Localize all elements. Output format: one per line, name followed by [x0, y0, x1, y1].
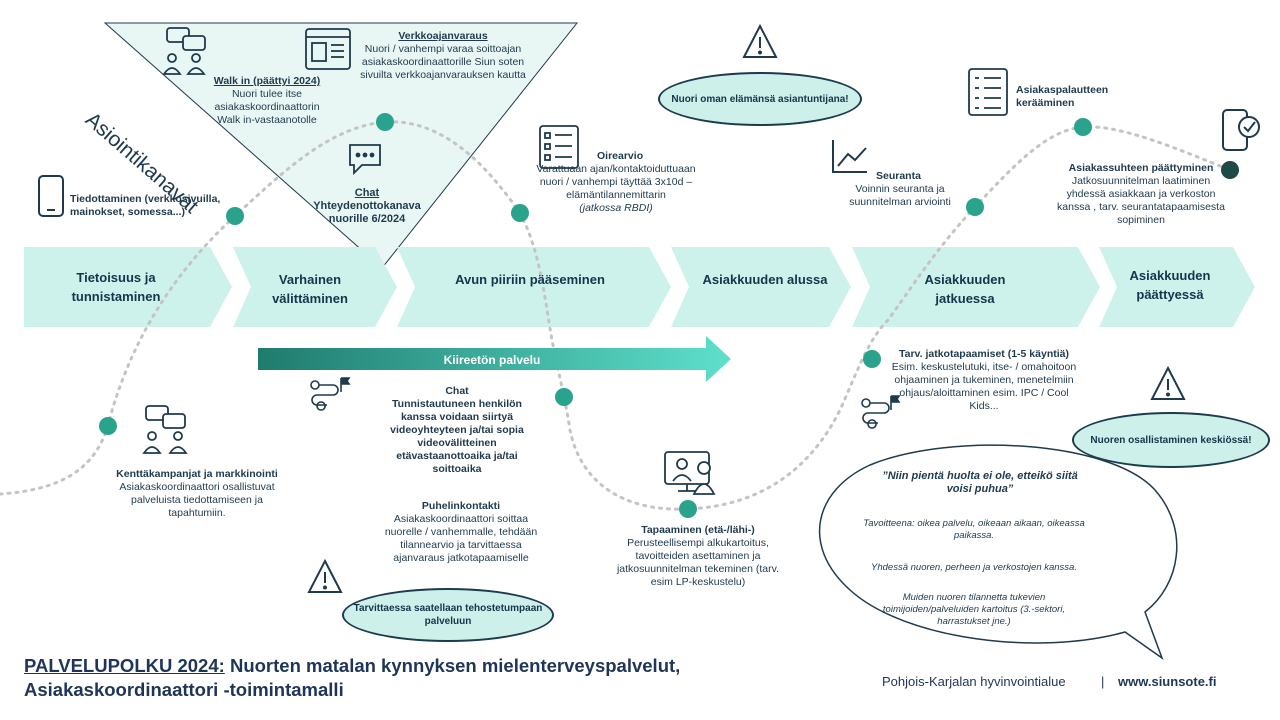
oirearvio-note: (jatkossa RBDI) [579, 202, 653, 214]
phone-contact-text: Puhelinkontakti Asiakaskoordinaattori so… [376, 500, 546, 565]
phone-check-icon [1222, 109, 1260, 151]
online-booking-body: Nuori / vanhempi varaa soittoajan asiaka… [360, 43, 526, 81]
path-node-end [1221, 161, 1239, 179]
page-title: PALVELUPOLKU 2024: Nuorten matalan kynny… [24, 654, 680, 702]
seuranta-text: Seuranta Voinnin seuranta ja suunnitelma… [832, 170, 968, 209]
chat-contact-body: Tunnistautuneen henkilön kanssa voidaan … [390, 398, 524, 475]
paattyminen-title: Asiakassuhteen päättyminen [1068, 162, 1214, 174]
stage-label: Asiakkuuden jatkuessa [924, 272, 1006, 306]
people-chat-icon [142, 405, 188, 454]
walkin-body: Nuori tulee itse asiakaskoordinaattorin … [214, 88, 320, 126]
route-icon [310, 377, 351, 411]
stage-arrows [24, 247, 1255, 327]
online-booking-title: Verkkoajanvaraus [398, 30, 488, 42]
followup-body: Esim. keskustelutuki, itse- / omahoitoon… [891, 361, 1077, 412]
kentta-title: Kenttäkampanjat ja markkinointi [116, 468, 278, 480]
bubble-goal: Tavoitteena: oikea palvelu, oikeaan aika… [863, 518, 1085, 541]
path-node [99, 417, 117, 435]
tiedottaminen-text: Tiedottaminen (verkkosivuilla, mainokset… [70, 193, 221, 218]
oirearvio-title: Oirearvio [597, 150, 644, 162]
bubble-mapping: Muiden nuoren tilannetta tukevien toimij… [882, 592, 1066, 627]
quote-speech-bubble [818, 444, 1178, 660]
stage-label: Asiakkuuden päättyessä [1129, 268, 1211, 302]
paattyminen-text: Asiakassuhteen päättyminen Jatkosuunnite… [1057, 162, 1225, 227]
palaute-text: Asiakaspalautteen kerääminen [1016, 84, 1109, 109]
chat-channel-body: Yhteydenottokanava nuorille 6/2024 [313, 200, 421, 225]
bubble-together: Yhdessä nuoren, perheen ja verkostojen k… [871, 562, 1077, 573]
bubble-quote: ”Niin pientä huolta ei ole, etteikö siit… [882, 470, 1078, 495]
path-node [966, 198, 984, 216]
warning-icon [307, 558, 343, 593]
line-chart-icon [832, 140, 867, 173]
chat-bubbles-icon [349, 144, 381, 176]
paattyminen-body: Jatkosuunnitelman laatiminen yhdessä asi… [1057, 175, 1225, 226]
footer-url[interactable]: www.siunsote.fi [1118, 674, 1217, 689]
warning-icon [1150, 365, 1186, 400]
seuranta-title: Seuranta [876, 170, 921, 182]
browser-window-icon [305, 28, 351, 70]
service-banner-arrow [258, 336, 731, 382]
stage-arrow [24, 247, 232, 327]
path-node [679, 500, 697, 518]
stage-arrow [233, 247, 397, 327]
video-meeting-icon [664, 451, 716, 495]
meeting-title: Tapaaminen (etä-/lähi-) [641, 524, 755, 536]
channels-triangle [103, 22, 579, 269]
path-node [555, 388, 573, 406]
stage-label: Asiakkuuden alussa [702, 272, 828, 287]
phone-contact-body: Asiakaskoordinaattori soittaa nuorelle /… [384, 513, 538, 564]
chat-contact-text: Chat Tunnistautuneen henkilön kanssa voi… [384, 385, 530, 476]
oirearvio-body: Varattuaan ajan/kontaktoiduttuaan nuori … [536, 163, 696, 201]
meeting-text: Tapaaminen (etä-/lähi-) Perusteellisempi… [610, 524, 786, 589]
route-icon [861, 395, 901, 429]
path-node [863, 350, 881, 368]
service-banner-label: Kiireetön palvelu [444, 353, 541, 367]
stage-label: Avun piiriin pääseminen [455, 272, 605, 287]
stage-arrow [852, 247, 1100, 327]
stage-label: Tietoisuus ja tunnistaminen [71, 270, 161, 304]
oirearvio-text: Oirearvio Varattuaan ajan/kontaktoiduttu… [535, 150, 697, 215]
warning-icon [742, 23, 778, 58]
people-chat-icon [162, 27, 206, 75]
stage-label: Varhainen välittäminen [272, 272, 348, 306]
questionnaire-icon [539, 125, 579, 169]
mobile-phone-icon [38, 175, 64, 217]
walkin-text: Walk in (päättyi 2024) Nuori tulee itse … [205, 75, 329, 127]
footer-org: Pohjois-Karjalan hyvinvointialue [882, 674, 1066, 689]
path-node [1074, 118, 1092, 136]
online-booking-text: Verkkoajanvaraus Nuori / vanhempi varaa … [350, 30, 536, 82]
title-rest: Nuorten matalan kynnyksen mielenterveysp… [224, 655, 681, 676]
referral-oval: Tarvittaessa saatellaan tehostetumpaan p… [342, 588, 554, 642]
phone-contact-title: Puhelinkontakti [421, 500, 501, 512]
chat-channel-title: Chat [354, 187, 380, 199]
title-prefix: PALVELUPOLKU 2024: [24, 655, 225, 676]
path-node [376, 113, 394, 131]
path-node [226, 207, 244, 225]
stage-arrow [671, 247, 851, 327]
stage-arrow [1099, 247, 1255, 327]
chat-contact-title: Chat [445, 385, 469, 397]
chat-channel-text: Chat Yhteydenottokanava nuorille 6/2024 [305, 187, 429, 226]
meeting-body: Perusteellisempi alkukartoitus, tavoitte… [616, 537, 780, 588]
title-line2: Asiakaskoordinaattori -toimintamalli [24, 679, 344, 700]
kentta-text: Kenttäkampanjat ja markkinointi Asiakask… [106, 468, 288, 520]
kentta-body: Asiakaskoordinaattori osallistuvat palve… [119, 481, 275, 519]
participation-oval: Nuoren osallistaminen keskiössä! [1072, 412, 1270, 468]
footer-separator: | [1101, 674, 1105, 689]
stage-arrow [397, 247, 671, 327]
expert-oval: Nuori oman elämänsä asiantuntijana! [658, 72, 862, 126]
walkin-title: Walk in (päättyi 2024) [213, 75, 321, 87]
followup-text: Tarv. jatkotapaamiset (1-5 käyntiä) Esim… [886, 348, 1082, 413]
feedback-list-icon [968, 68, 1008, 116]
followup-title: Tarv. jatkotapaamiset (1-5 käyntiä) [898, 348, 1069, 360]
path-node [511, 204, 529, 222]
seuranta-body: Voinnin seuranta ja suunnitelman arvioin… [849, 183, 951, 208]
